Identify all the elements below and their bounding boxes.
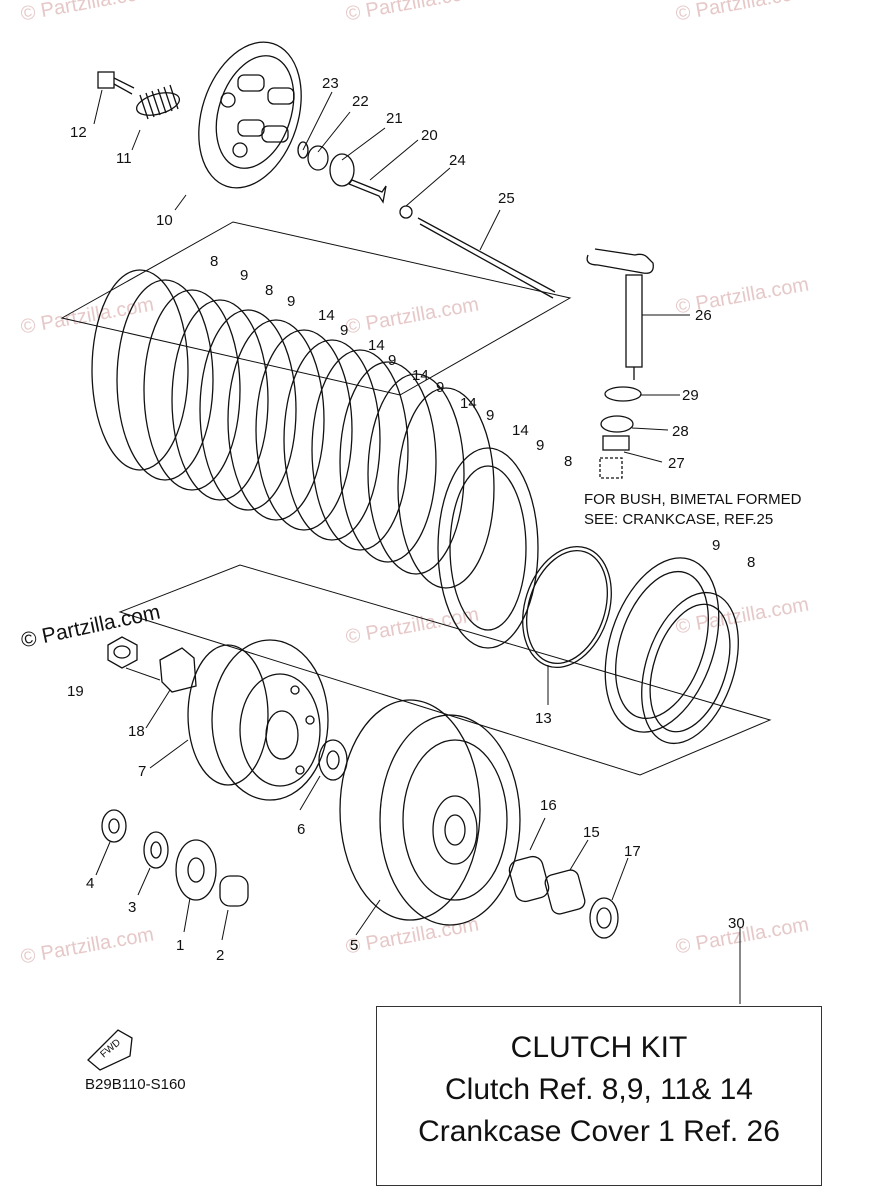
push-lever-shaft [586,248,654,380]
bush-note-line1: FOR BUSH, BIMETAL FORMED [584,491,802,508]
clutch-housing [339,699,521,926]
callout-21: 21 [386,110,403,127]
steel-plate-right [641,591,739,745]
washer-17 [589,897,619,939]
callout-9b: 9 [287,293,295,310]
clutch-kit-box: CLUTCH KIT Clutch Ref. 8,9, 11& 14 Crank… [376,1006,822,1186]
spacer [508,855,550,903]
fwd-label: FWD [98,1037,123,1060]
lower-region-box [118,564,772,776]
callout-9f: 9 [486,407,494,424]
callout-13: 13 [535,710,552,727]
callout-8c: 8 [564,453,572,470]
callout-20: 20 [421,127,438,144]
callout-9c: 9 [340,322,348,339]
kit-title: CLUTCH KIT [510,1031,688,1064]
circlip [297,141,309,159]
callout-9h: 9 [712,537,720,554]
callout-14c: 14 [412,367,429,384]
callout-24: 24 [449,152,466,169]
callout-14: 14 [318,307,335,324]
callout-4: 4 [86,875,94,892]
callout-23: 23 [322,75,339,92]
callout-8: 8 [210,253,218,270]
clutch-boss [187,639,329,801]
collar [101,809,127,843]
diagram-code: B29B110-S160 [85,1076,186,1093]
callout-22: 22 [352,93,369,110]
callout-8d: 8 [747,554,755,571]
friction-plate-right [604,557,720,733]
fwd-arrow-icon [87,1029,133,1071]
callout-27: 27 [668,455,685,472]
callout-10: 10 [156,212,173,229]
callout-29: 29 [682,387,699,404]
callout-14b: 14 [368,337,385,354]
needle-bearing [544,869,586,915]
callout-14d: 14 [460,395,477,412]
nut [107,636,138,669]
callout-1: 1 [176,937,184,954]
kit-line2: Crankcase Cover 1 Ref. 26 [418,1115,780,1148]
callout-5: 5 [350,937,358,954]
callout-17: 17 [624,843,641,860]
lock-washer [159,647,197,693]
callout-19: 19 [67,683,84,700]
callout-7: 7 [138,763,146,780]
bush-note: FOR BUSH, BIMETAL FORMED SEE: CRANKCASE,… [584,490,802,530]
callout-9g: 9 [536,437,544,454]
callout-3: 3 [128,899,136,916]
bearing-28-body [602,435,630,451]
thrust-washer [318,739,348,781]
oil-seal [604,386,642,402]
push-rod-2 [417,217,556,299]
bush [599,457,623,479]
washer [307,145,329,171]
clutch-spring [135,84,181,120]
callout-11: 11 [116,150,132,167]
bolt [97,71,135,95]
callout-6: 6 [297,821,305,838]
primary-drive-gear [175,839,217,901]
ball [399,205,413,219]
callout-26: 26 [695,307,712,324]
plate-region-box [60,221,572,396]
bearing-28 [600,415,634,433]
bearing [329,153,355,187]
callout-16: 16 [540,797,557,814]
bush-note-line2: SEE: CRANKCASE, REF.25 [584,511,774,528]
spacer-2 [219,875,249,907]
callout-14e: 14 [512,422,529,439]
plate-stack [91,269,539,649]
callout-8b: 8 [265,282,273,299]
washer-3 [143,831,169,869]
callout-28: 28 [672,423,689,440]
callout-9d: 9 [388,352,396,369]
push-rod-1 [347,179,387,204]
callout-2: 2 [216,947,224,964]
pressure-plate [198,41,302,189]
callout-9: 9 [240,267,248,284]
callout-18: 18 [128,723,145,740]
callout-12: 12 [70,124,87,141]
kit-line1: Clutch Ref. 8,9, 11& 14 [445,1073,753,1106]
callout-25: 25 [498,190,515,207]
callout-30: 30 [728,915,745,932]
callout-9e: 9 [436,379,444,396]
callout-15: 15 [583,824,600,841]
